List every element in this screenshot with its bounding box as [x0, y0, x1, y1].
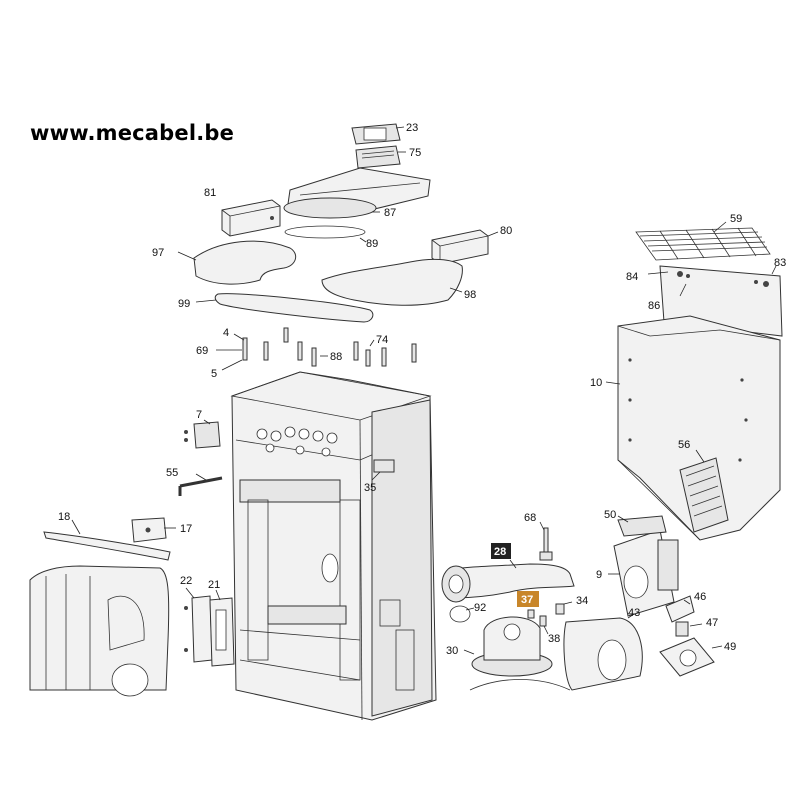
- top-lid-part: [283, 167, 431, 243]
- callout-87: 87: [384, 207, 396, 219]
- motor-30: [463, 616, 553, 677]
- callout-49: 49: [724, 641, 736, 653]
- bracket-35: [371, 459, 395, 481]
- part-46: [665, 595, 695, 623]
- callout-55: 55: [166, 467, 178, 479]
- bracket-7: [184, 419, 221, 449]
- gasket-49: [659, 637, 723, 677]
- side-cover-81: [221, 199, 281, 237]
- plate-21: [209, 589, 235, 667]
- callout-56: 56: [678, 439, 690, 451]
- insulation-panel-97: [177, 240, 297, 285]
- callout-92: 92: [474, 602, 486, 614]
- rod-55: [178, 473, 223, 496]
- bracket-50: [617, 515, 667, 537]
- sensor-68: [539, 521, 553, 561]
- part-34: [555, 601, 573, 615]
- screws-group: [216, 327, 417, 371]
- callout-4: 4: [223, 327, 229, 339]
- callout-80: 80: [500, 225, 512, 237]
- callout-7: 7: [196, 409, 202, 421]
- control-board-part: [355, 145, 406, 169]
- callout-37-badge: [517, 591, 539, 607]
- pellet-hopper-10: [605, 315, 781, 541]
- callout-28: 28: [494, 546, 506, 558]
- control-display-part: [351, 123, 405, 145]
- callout-50: 50: [604, 509, 616, 521]
- insulation-tube-99: [195, 293, 374, 323]
- callout-81: 81: [204, 187, 216, 199]
- callout-98: 98: [464, 289, 476, 301]
- callout-43: 43: [628, 607, 640, 619]
- callout-23: 23: [406, 122, 418, 134]
- watermark-url: www.mecabel.be: [30, 121, 235, 145]
- auger-56: [679, 449, 729, 533]
- callout-21: 21: [208, 579, 220, 591]
- callout-88: 88: [330, 351, 342, 363]
- callout-22: 22: [180, 575, 192, 587]
- callout-99: 99: [178, 298, 190, 310]
- callout-89: 89: [366, 238, 378, 250]
- callout-47: 47: [706, 617, 718, 629]
- callout-35: 35: [364, 482, 376, 494]
- part-47: [675, 621, 703, 637]
- stove-main-frame: [230, 371, 437, 721]
- callout-34: 34: [576, 595, 588, 607]
- part-38: [527, 609, 549, 635]
- trim-18: [43, 519, 171, 561]
- callout-37: 37: [521, 594, 533, 606]
- callout-5: 5: [211, 368, 217, 380]
- callout-17: 17: [180, 523, 192, 535]
- trim-17: [131, 517, 176, 543]
- part-92: [449, 605, 475, 623]
- callout-9: 9: [596, 569, 602, 581]
- base-bottom: [469, 679, 571, 691]
- callout-75: 75: [409, 147, 421, 159]
- callout-69: 69: [196, 345, 208, 357]
- callout-30: 30: [446, 645, 458, 657]
- callout-84: 84: [626, 271, 638, 283]
- callout-68: 68: [524, 512, 536, 524]
- side-cover-80: [431, 229, 499, 265]
- insulation-panel-98: [321, 258, 463, 306]
- grille-59: [635, 221, 771, 261]
- callout-46: 46: [694, 591, 706, 603]
- callout-10: 10: [590, 377, 602, 389]
- fan-43: [563, 613, 643, 691]
- callout-83: 83: [774, 257, 786, 269]
- plate-22: [184, 587, 213, 663]
- feeder-unit-9: [608, 529, 679, 617]
- side-panel-left: [29, 565, 170, 697]
- callout-86: 86: [648, 300, 660, 312]
- callout-74: 74: [376, 334, 388, 346]
- callout-28-badge: [491, 543, 511, 559]
- callout-38: 38: [548, 633, 560, 645]
- callout-59: 59: [730, 213, 742, 225]
- callout-18: 18: [58, 511, 70, 523]
- exhaust-pipe-28: [441, 559, 575, 603]
- callout-97: 97: [152, 247, 164, 259]
